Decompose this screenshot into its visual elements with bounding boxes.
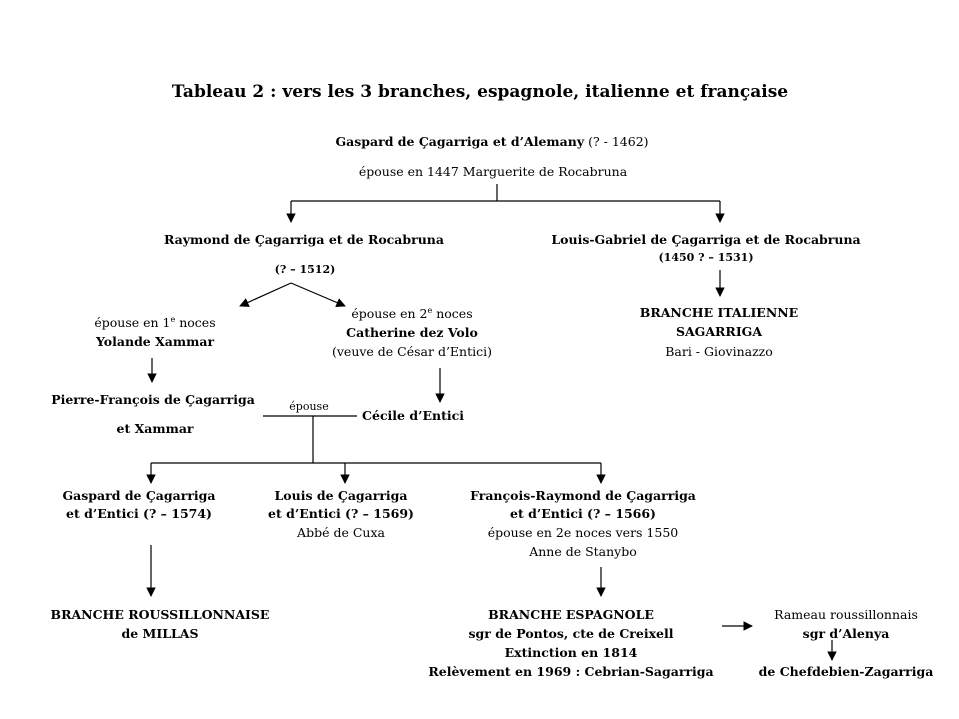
root-marriage: épouse en 1447 Marguerite de Rocabruna <box>358 164 628 179</box>
louis-line1: Louis de Çagarriga <box>274 488 408 503</box>
branche-italienne-place: Bari - Giovinazzo <box>665 344 773 359</box>
root-dates: (? - 1462) <box>588 134 649 149</box>
louis-gabriel-dates: (1450 ? – 1531) <box>658 251 754 264</box>
first-wife-prefix: épouse en 1 <box>94 315 171 330</box>
second-wife-name: Catherine dez Volo <box>346 325 478 340</box>
second-wife-sup: e <box>427 305 433 315</box>
branche-italienne-line1: BRANCHE ITALIENNE <box>639 305 799 320</box>
louis-line2: et d’Entici (? – 1569) <box>268 506 414 521</box>
branche-roussillonnaise-line1: BRANCHE ROUSSILLONNAISE <box>50 607 270 622</box>
rameau-line2: sgr d’Alenya <box>802 626 890 641</box>
gaspard2-line2: et d’Entici (? – 1574) <box>66 506 212 521</box>
branche-italienne-line2: SAGARRIGA <box>675 324 763 339</box>
francois-raymond-line2: et d’Entici (? – 1566) <box>510 506 656 521</box>
francois-raymond-line3: épouse en 2e noces vers 1550 <box>487 525 679 540</box>
pierre-francois-line2: et Xammar <box>116 421 194 436</box>
louis-gabriel-name: Louis-Gabriel de Çagarriga et de Rocabru… <box>551 232 861 247</box>
rameau-line1: Rameau roussillonnais <box>774 607 918 622</box>
raymond-name: Raymond de Çagarriga et de Rocabruna <box>164 232 444 247</box>
arrow-to-first-wife <box>239 282 292 307</box>
root-name: Gaspard de Çagarriga et d’Alemany <box>335 134 585 149</box>
branche-espagnole-line1: BRANCHE ESPAGNOLE <box>488 607 654 622</box>
second-wife-note: (veuve de César d’Entici) <box>331 344 493 359</box>
raymond-dates: (? – 1512) <box>274 263 336 276</box>
epouse-label: épouse <box>289 400 329 413</box>
first-wife-suffix: noces <box>175 315 216 330</box>
first-wife-marriage: épouse en 1e noces <box>94 315 215 330</box>
branche-roussillonnaise-line2: de MILLAS <box>121 626 199 641</box>
gaspard2-line1: Gaspard de Çagarriga <box>62 488 216 503</box>
rameau-line3: de Chefdebien-Zagarriga <box>758 664 934 679</box>
arrow-to-second-wife <box>290 282 346 308</box>
branche-espagnole-line4: Relèvement en 1969 : Cebrian-Sagarriga <box>428 664 714 679</box>
branche-espagnole-line3: Extinction en 1814 <box>504 645 638 660</box>
root-person: Gaspard de Çagarriga et d’Alemany (? - 1… <box>335 134 648 149</box>
first-wife-sup: e <box>170 314 176 324</box>
louis-line3: Abbé de Cuxa <box>297 525 385 540</box>
branche-espagnole-line2: sgr de Pontos, cte de Creixell <box>468 626 674 641</box>
second-wife-marriage: épouse en 2e noces <box>351 306 472 321</box>
page-title: Tableau 2 : vers les 3 branches, espagno… <box>171 82 789 102</box>
cecile-name: Cécile d’Entici <box>362 408 464 423</box>
first-wife-name: Yolande Xammar <box>95 334 215 349</box>
francois-raymond-line1: François-Raymond de Çagarriga <box>470 488 696 503</box>
second-wife-prefix: épouse en 2 <box>351 306 428 321</box>
pierre-francois-line1: Pierre-François de Çagarriga <box>51 392 255 407</box>
second-wife-suffix: noces <box>432 306 473 321</box>
francois-raymond-line4: Anne de Stanybo <box>529 544 637 559</box>
